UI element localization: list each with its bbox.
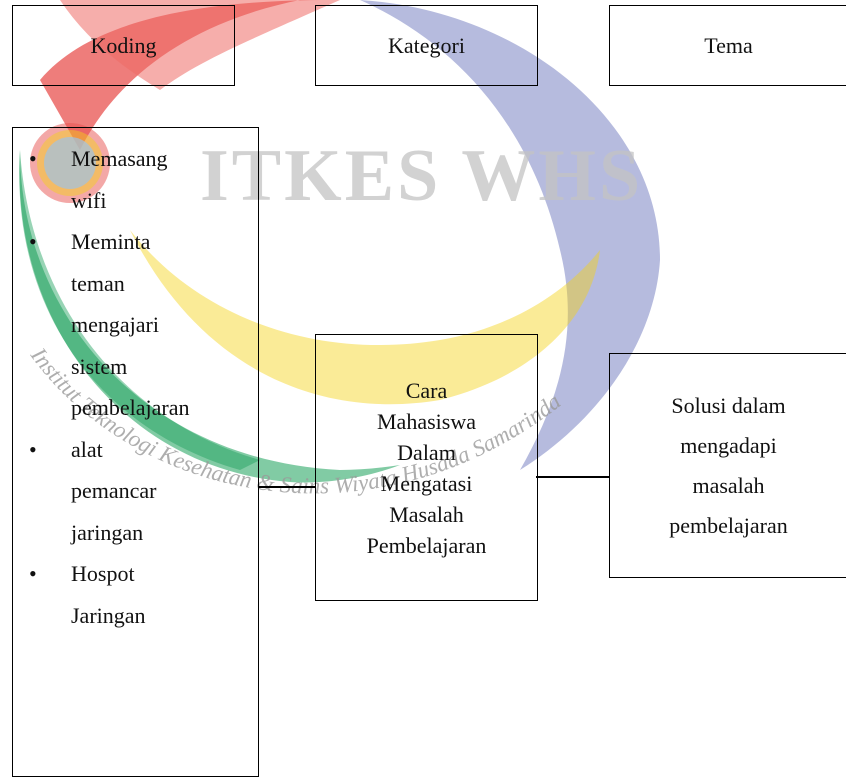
kategori-line: Cara [405,377,448,403]
tema-line: Solusi dalam [671,392,786,418]
list-item-continued: mengajari [71,312,159,337]
watermark-red-arc-top [60,0,340,90]
tema-line: masalah [692,472,765,498]
connector-kategori-to-tema [536,476,609,478]
tema-header-box: Tema [609,5,846,86]
koding-list: •Memasang wifi •Meminta teman mengajari … [13,138,190,636]
tema-header-label: Tema [704,32,753,58]
tema-line: mengadapi [680,432,777,458]
watermark-blue-arc [360,0,660,470]
kategori-line: Masalah [389,501,464,527]
bullet-icon: • [29,561,37,586]
watermark-green-arc-inner [19,150,260,470]
kategori-box: Cara Mahasiswa Dalam Mengatasi Masalah P… [315,334,538,601]
list-item-continued: pembelajaran [71,395,190,420]
kategori-header-box: Kategori [315,5,538,86]
bullet-icon: • [29,436,37,462]
kategori-line: Pembelajaran [366,532,487,558]
list-item: •Meminta [13,221,190,263]
tema-line: pembelajaran [669,512,788,538]
list-item: •Hospot [13,553,190,595]
list-item-continued: wifi [71,187,107,213]
list-item: •alat [13,429,190,471]
bullet-icon: • [29,229,37,254]
koding-header-box: Koding [12,5,235,86]
list-item-continued: pemancar [71,478,157,503]
list-item-continued: teman [71,270,125,296]
kategori-line: Dalam [397,439,456,465]
list-item-continued: Jaringan [71,602,146,628]
koding-list-box: •Memasang wifi •Meminta teman mengajari … [12,127,259,777]
tema-box: Solusi dalam mengadapi masalah pembelaja… [609,353,846,578]
watermark-yellow-arc [130,230,600,405]
kategori-header-label: Kategori [388,32,465,58]
bullet-icon: • [29,146,37,171]
kategori-line: Mahasiswa [377,408,476,434]
watermark-main-text: ITKES WHS [200,135,643,217]
watermark-globe-inner [44,137,96,189]
koding-header-label: Koding [90,32,157,58]
watermark-green-arc [19,150,400,483]
list-item-continued: sistem [71,353,128,379]
kategori-line: Mengatasi [380,470,473,496]
list-item-continued: jaringan [71,519,144,545]
list-item: •Memasang [13,138,190,180]
connector-koding-to-kategori [259,486,315,488]
